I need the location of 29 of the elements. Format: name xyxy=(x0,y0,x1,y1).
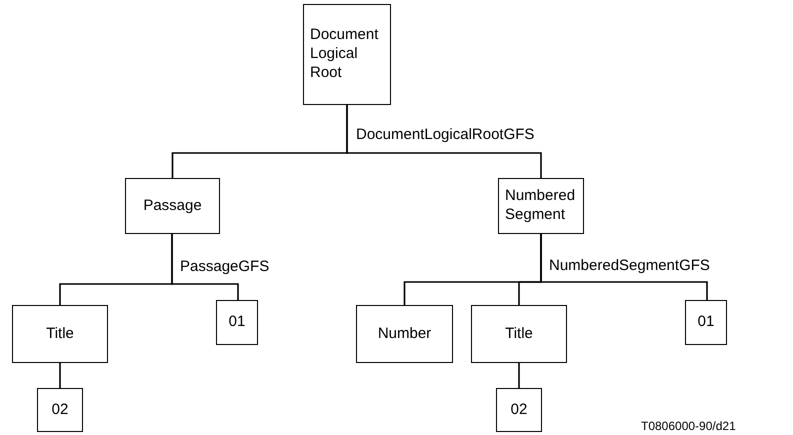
tree-node-box xyxy=(685,300,727,345)
edge-label: DocumentLogicalRootGFS xyxy=(355,126,536,143)
node-label: Passage xyxy=(143,196,202,216)
node-label: 02 xyxy=(510,400,528,420)
tree-node-box xyxy=(496,388,542,432)
tree-node-box xyxy=(356,305,453,363)
tree-node-box xyxy=(125,178,220,234)
node-label: Numbered Segment xyxy=(505,187,576,225)
tree-node-box xyxy=(498,178,584,234)
node-label: Document Logical Root xyxy=(310,26,380,83)
node-label: Title xyxy=(46,324,74,344)
tree-node-box xyxy=(12,305,108,363)
connector-line xyxy=(540,234,708,300)
node-label: Number xyxy=(378,324,432,344)
node-label: Title xyxy=(505,324,533,344)
connector-line xyxy=(59,363,61,388)
figure-code: T0806000-90/d21 xyxy=(640,419,737,433)
edge-label: PassageGFS xyxy=(179,258,270,275)
connector-line xyxy=(171,234,239,300)
connector-line xyxy=(518,363,520,388)
connector-line xyxy=(346,105,542,178)
tree-node-box xyxy=(471,305,567,363)
node-label: 02 xyxy=(52,400,68,420)
tree-node-box xyxy=(216,300,258,345)
node-label: 01 xyxy=(228,313,246,332)
tree-node-box xyxy=(303,4,391,105)
node-label: 01 xyxy=(698,313,714,332)
edge-label: NumberedSegmentGFS xyxy=(548,257,711,274)
tree-node-box xyxy=(37,388,83,432)
